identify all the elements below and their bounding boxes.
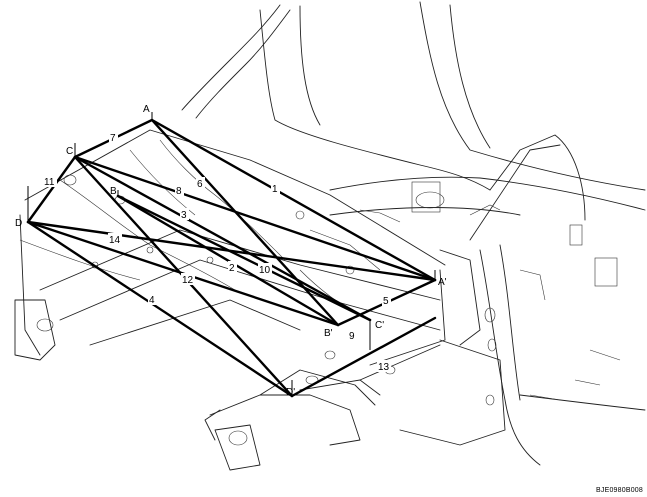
measurement-labels: 1 2 3 4 5 6 7 8 9 10 11 12 13 14	[43, 131, 391, 373]
dimension-line-9	[116, 194, 340, 327]
measurement-label-10: 10	[259, 265, 271, 276]
point-label-d: D	[15, 218, 22, 229]
measurement-label-6: 6	[197, 179, 203, 190]
measurement-label-2: 2	[229, 263, 235, 274]
dimension-line-10	[116, 194, 372, 322]
measurement-label-4: 4	[149, 295, 155, 306]
measurement-label-3: 3	[181, 210, 187, 221]
point-label-d-prime: D'	[286, 387, 295, 398]
measurement-label-12: 12	[182, 275, 194, 286]
dimension-line-6	[150, 118, 340, 327]
point-label-b-prime: B'	[324, 328, 333, 339]
dimension-line-8	[73, 155, 437, 282]
vehicle-body-outline	[14, 1, 646, 471]
point-label-a-prime: A'	[438, 277, 447, 288]
dimension-line-13	[290, 316, 437, 398]
point-labels: A B C D A' B' C' D'	[15, 104, 447, 398]
measurement-label-7: 7	[110, 133, 116, 144]
measurement-label-1: 1	[272, 184, 278, 195]
point-ticks	[27, 112, 436, 396]
dimension-line-1	[150, 118, 437, 282]
point-label-c-prime: C'	[375, 320, 384, 331]
measurement-label-8: 8	[176, 186, 182, 197]
measurement-label-9: 9	[349, 331, 355, 342]
measurement-label-14: 14	[109, 235, 121, 246]
figure-code: BJE0980B008	[596, 487, 643, 494]
measurement-label-13: 13	[378, 362, 390, 373]
point-label-a: A	[143, 104, 150, 115]
dimension-line-4	[26, 220, 294, 398]
measurement-label-11: 11	[44, 177, 55, 188]
dimension-line-11	[26, 155, 77, 224]
dimension-line-3	[73, 155, 372, 322]
dimension-lines	[26, 118, 437, 398]
measurement-label-5: 5	[383, 296, 389, 307]
point-label-b: B	[110, 186, 117, 197]
point-label-c: C	[66, 146, 73, 157]
